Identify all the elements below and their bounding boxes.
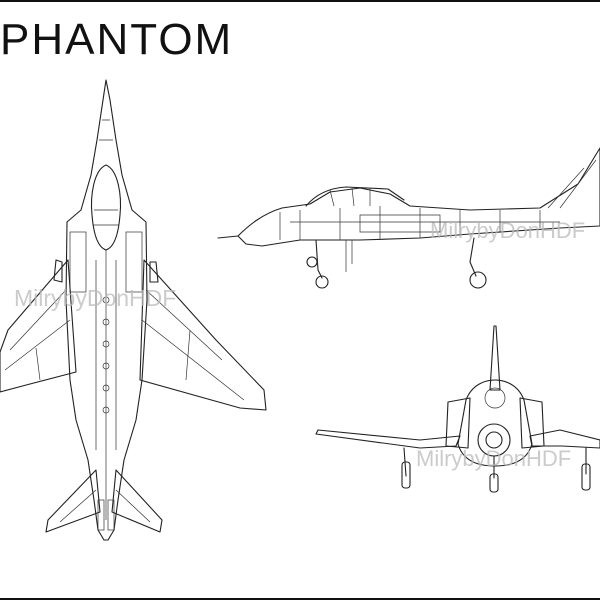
watermark-side-view: MilrybyDonHDF: [430, 218, 585, 243]
watermark-top-view: MilrybyDonHDF: [14, 285, 176, 311]
watermark-front-view: MilrybyDonHDF: [416, 446, 571, 471]
top-view-drawing: [0, 79, 267, 541]
side-view-drawing: [217, 147, 600, 289]
front-view-drawing: [315, 325, 600, 493]
aircraft-title: PHANTOM: [0, 15, 234, 64]
